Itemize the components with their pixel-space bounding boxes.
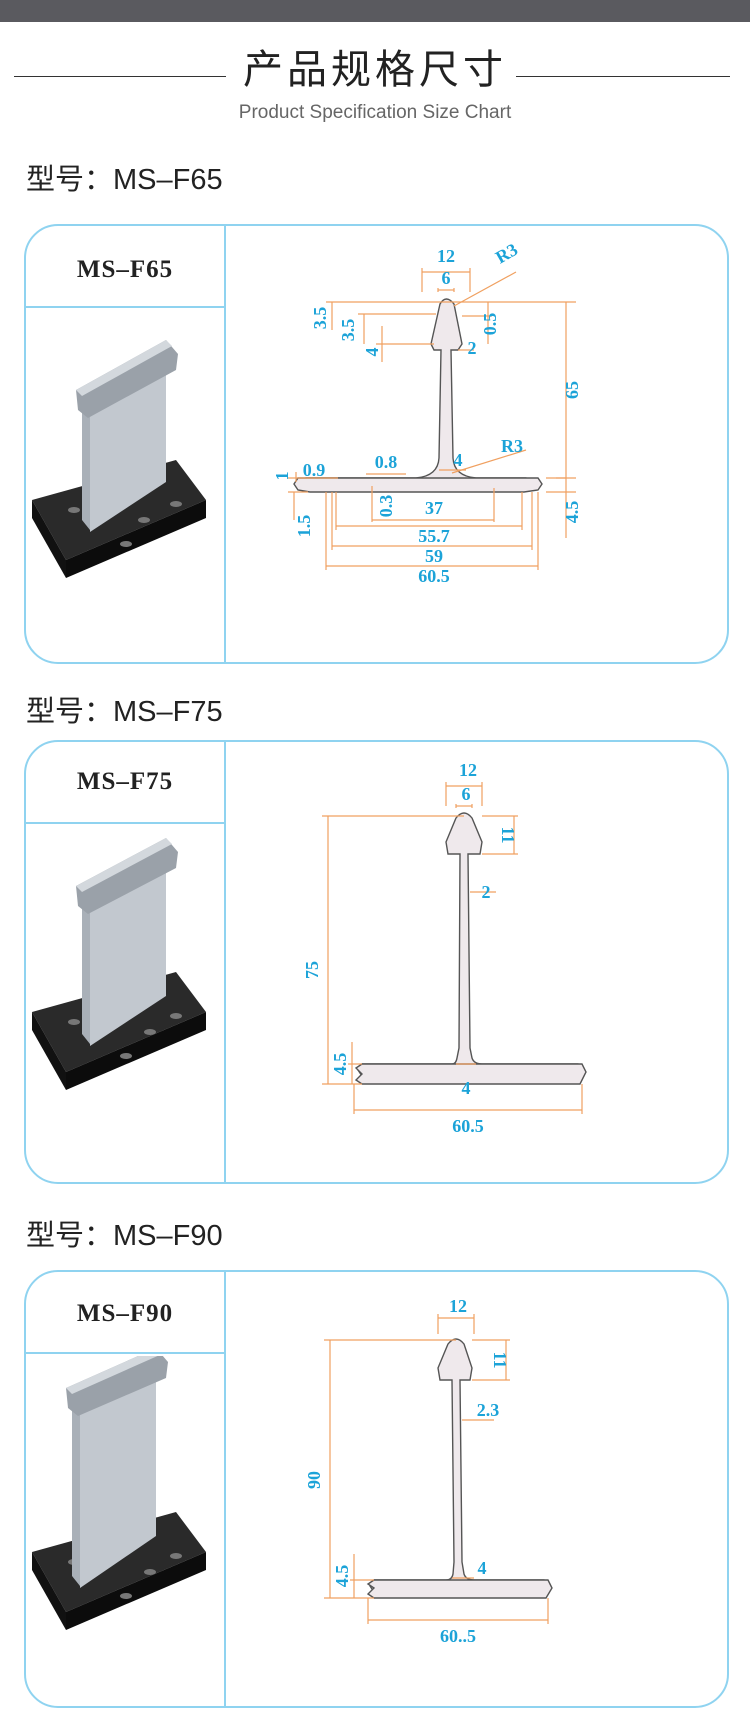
dim-top-width: 12: [459, 760, 477, 780]
dim-base-width: 60..5: [440, 1626, 476, 1646]
card-divider-vertical: [224, 742, 226, 1182]
profile-outline: [301, 298, 531, 489]
model-label-f90: 型号：MS–F90: [26, 1220, 223, 1252]
dim-radius-bottom: R3: [501, 436, 523, 456]
dim-head-height: 11: [498, 826, 518, 843]
dim-height: 65: [562, 381, 582, 399]
dim-55-7: 55.7: [418, 526, 450, 546]
model-label-f75: 型号：MS–F75: [26, 696, 223, 728]
dim-4b: 4: [454, 450, 463, 470]
base-flange: [293, 477, 543, 493]
dim-0-9: 0.9: [303, 460, 326, 480]
dim-1: 1: [272, 472, 292, 481]
card-divider-vertical: [224, 226, 226, 662]
model-label-f65: 型号：MS–F65: [26, 164, 223, 196]
model-name: MS–F90: [76, 1300, 174, 1327]
profile-outline: [369, 1338, 549, 1593]
dim-4: 4: [362, 348, 382, 357]
spec-card-f65: MS–F65: [24, 224, 729, 664]
dim-radius-top: R3: [492, 239, 521, 267]
dim-1-5: 1.5: [294, 515, 314, 538]
dim-37: 37: [425, 498, 443, 518]
page-subtitle: Product Specification Size Chart: [238, 102, 512, 123]
header-rule-left: [14, 76, 226, 77]
profile-outline: [357, 812, 583, 1077]
dim-height: 75: [302, 961, 322, 979]
dim-head-width: 6: [462, 784, 471, 804]
dim-3-5a: 3.5: [310, 307, 330, 330]
base-flange: [366, 1579, 553, 1599]
model-name: MS–F65: [76, 256, 174, 283]
dimension-drawing-f90: 12 11 2.3 90 4.5 4 60..5: [304, 1296, 553, 1646]
card-divider-vertical: [224, 1272, 226, 1706]
dim-base-width: 60.5: [452, 1116, 484, 1136]
card-divider-horizontal: [26, 1352, 224, 1354]
dim-head-height: 11: [490, 1351, 510, 1368]
dim-web: 2: [482, 882, 491, 902]
page-title: 产品规格尺寸: [243, 48, 507, 92]
product-photo-f90: [32, 1356, 206, 1630]
dim-0-3: 0.3: [376, 495, 396, 518]
dim-59: 59: [425, 546, 443, 566]
dim-height: 90: [304, 1471, 324, 1489]
dim-top-width: 12: [437, 246, 455, 266]
dim-60-5: 60.5: [418, 566, 450, 586]
card-divider-horizontal: [26, 822, 224, 824]
card-divider-horizontal: [26, 306, 224, 308]
dim-3-5b: 3.5: [338, 319, 358, 342]
dimension-drawing-f75: 12 6 11 2 75 4.5 4 60.5: [302, 760, 587, 1136]
dim-web-bottom: 4: [478, 1558, 487, 1578]
spec-card-f75: MS–F75 12 6 11 2 75 4.5 4 60.5: [24, 740, 729, 1184]
dim-0-8: 0.8: [375, 452, 398, 472]
product-photo-f65: [32, 340, 206, 578]
product-photo-f75: [32, 838, 206, 1090]
dim-head-width: 6: [442, 268, 451, 288]
dim-base-height: 4.5: [330, 1053, 350, 1076]
base-flange: [354, 1063, 587, 1085]
spec-card-f90: MS–F90 12 11 2.3 90 4.5 4 60..5: [24, 1270, 729, 1708]
dim-web: 2.3: [477, 1400, 500, 1420]
dim-top-width: 12: [449, 1296, 467, 1316]
dim-4-5: 4.5: [562, 501, 582, 524]
header-rule-right: [516, 76, 730, 77]
dim-base-height: 4.5: [332, 1565, 352, 1588]
dim-0-5: 0.5: [480, 313, 500, 336]
dim-web-bottom: 4: [462, 1078, 471, 1098]
top-bar: [0, 0, 750, 22]
dim-2: 2: [468, 338, 477, 358]
model-name: MS–F75: [76, 768, 174, 795]
dimension-drawing-f65: 12 6 R3 3.5 3.5 4 0.5 2 65 1 0.9 0.8 4 R…: [272, 239, 582, 586]
